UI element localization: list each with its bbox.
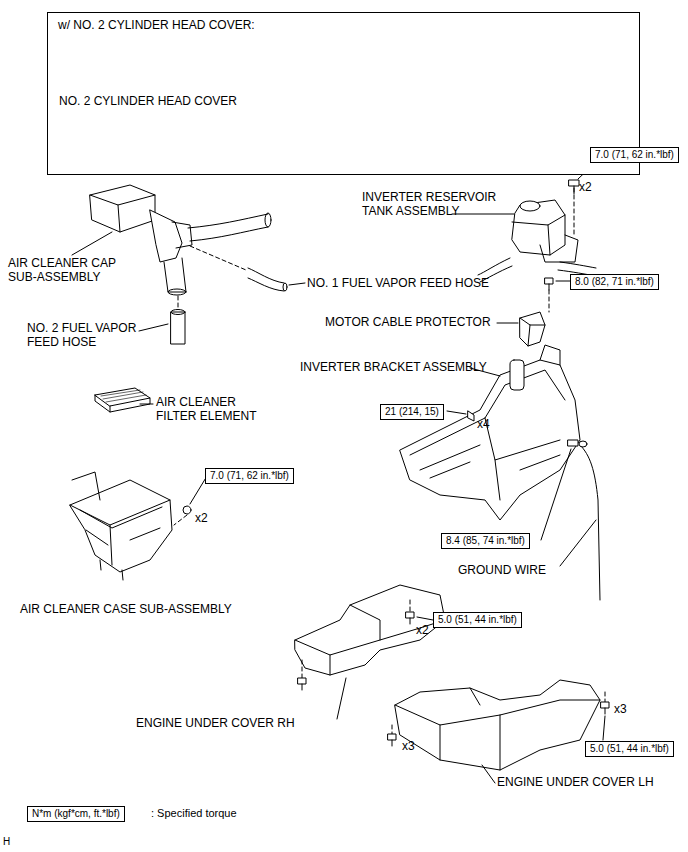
quantity: x3 (402, 740, 415, 754)
part-name: AIR CLEANER CASE SUB-ASSEMBLY (20, 603, 232, 617)
torque-box: 7.0 (71, 62 in.*lbf) (590, 147, 679, 163)
quantity: x2 (416, 624, 429, 638)
legend-text: : Specified torque (151, 807, 237, 820)
quantity: x3 (614, 703, 627, 717)
torque-value: 8.0 (82, 71 in.*lbf) (575, 276, 654, 288)
part-name: ENGINE UNDER COVER RH (136, 717, 295, 731)
torque-box: 7.0 (71, 62 in.*lbf) (205, 468, 294, 484)
part-name: INVERTER RESERVOIR TANK ASSEMBLY (362, 191, 512, 219)
part-name: NO. 2 FUEL VAPOR FEED HOSE (27, 322, 152, 350)
part-name: GROUND WIRE (458, 564, 546, 578)
torque-value: 5.0 (51, 44 in.*lbf) (590, 743, 669, 755)
inverter-bracket (400, 345, 600, 600)
torque-value: 7.0 (71, 62 in.*lbf) (595, 149, 674, 161)
torque-box: 8.0 (82, 71 in.*lbf) (570, 274, 659, 290)
air-cleaner-case (70, 472, 207, 580)
part-name: AIR CLEANER FILTER ELEMENT (156, 396, 268, 424)
engine-under-cover-lh (388, 680, 609, 783)
legend-torque-box: N*m (kgf*cm, ft.*lbf) (27, 806, 125, 822)
air-cleaner-filter (95, 388, 153, 412)
torque-value: 7.0 (71, 62 in.*lbf) (210, 470, 289, 482)
variant-box: w/ NO. 2 CYLINDER HEAD COVER: NO. 2 CYLIN… (47, 12, 640, 175)
reservoir-tank (452, 162, 596, 282)
torque-value: 5.0 (51, 44 in.*lbf) (438, 614, 517, 626)
torque-value: N*m (kgf*cm, ft.*lbf) (32, 808, 120, 820)
part-name: ENGINE UNDER COVER LH (497, 776, 654, 790)
torque-value: 8.4 (85, 74 in.*lbf) (446, 535, 525, 547)
motor-cable-protector (497, 278, 570, 346)
variant-heading: w/ NO. 2 CYLINDER HEAD COVER: (58, 19, 255, 33)
part-name: MOTOR CABLE PROTECTOR (325, 316, 491, 330)
part-name: AIR CLEANER CAP SUB-ASSEMBLY (8, 257, 130, 285)
part-name: NO. 2 CYLINDER HEAD COVER (59, 95, 237, 109)
quantity: x2 (195, 512, 208, 526)
torque-box: 21 (214, 15) (380, 404, 444, 420)
torque-box: 8.4 (85, 74 in.*lbf) (441, 533, 530, 549)
quantity: x4 (477, 418, 490, 432)
part-name: INVERTER BRACKET ASSEMBLY (300, 361, 487, 375)
figure-code: H (3, 836, 10, 848)
torque-box: 5.0 (51, 44 in.*lbf) (585, 741, 674, 757)
torque-value: 21 (214, 15) (385, 406, 439, 418)
torque-box: 5.0 (51, 44 in.*lbf) (433, 612, 522, 628)
quantity: x2 (579, 181, 592, 195)
part-name: NO. 1 FUEL VAPOR FEED HOSE (307, 277, 489, 291)
